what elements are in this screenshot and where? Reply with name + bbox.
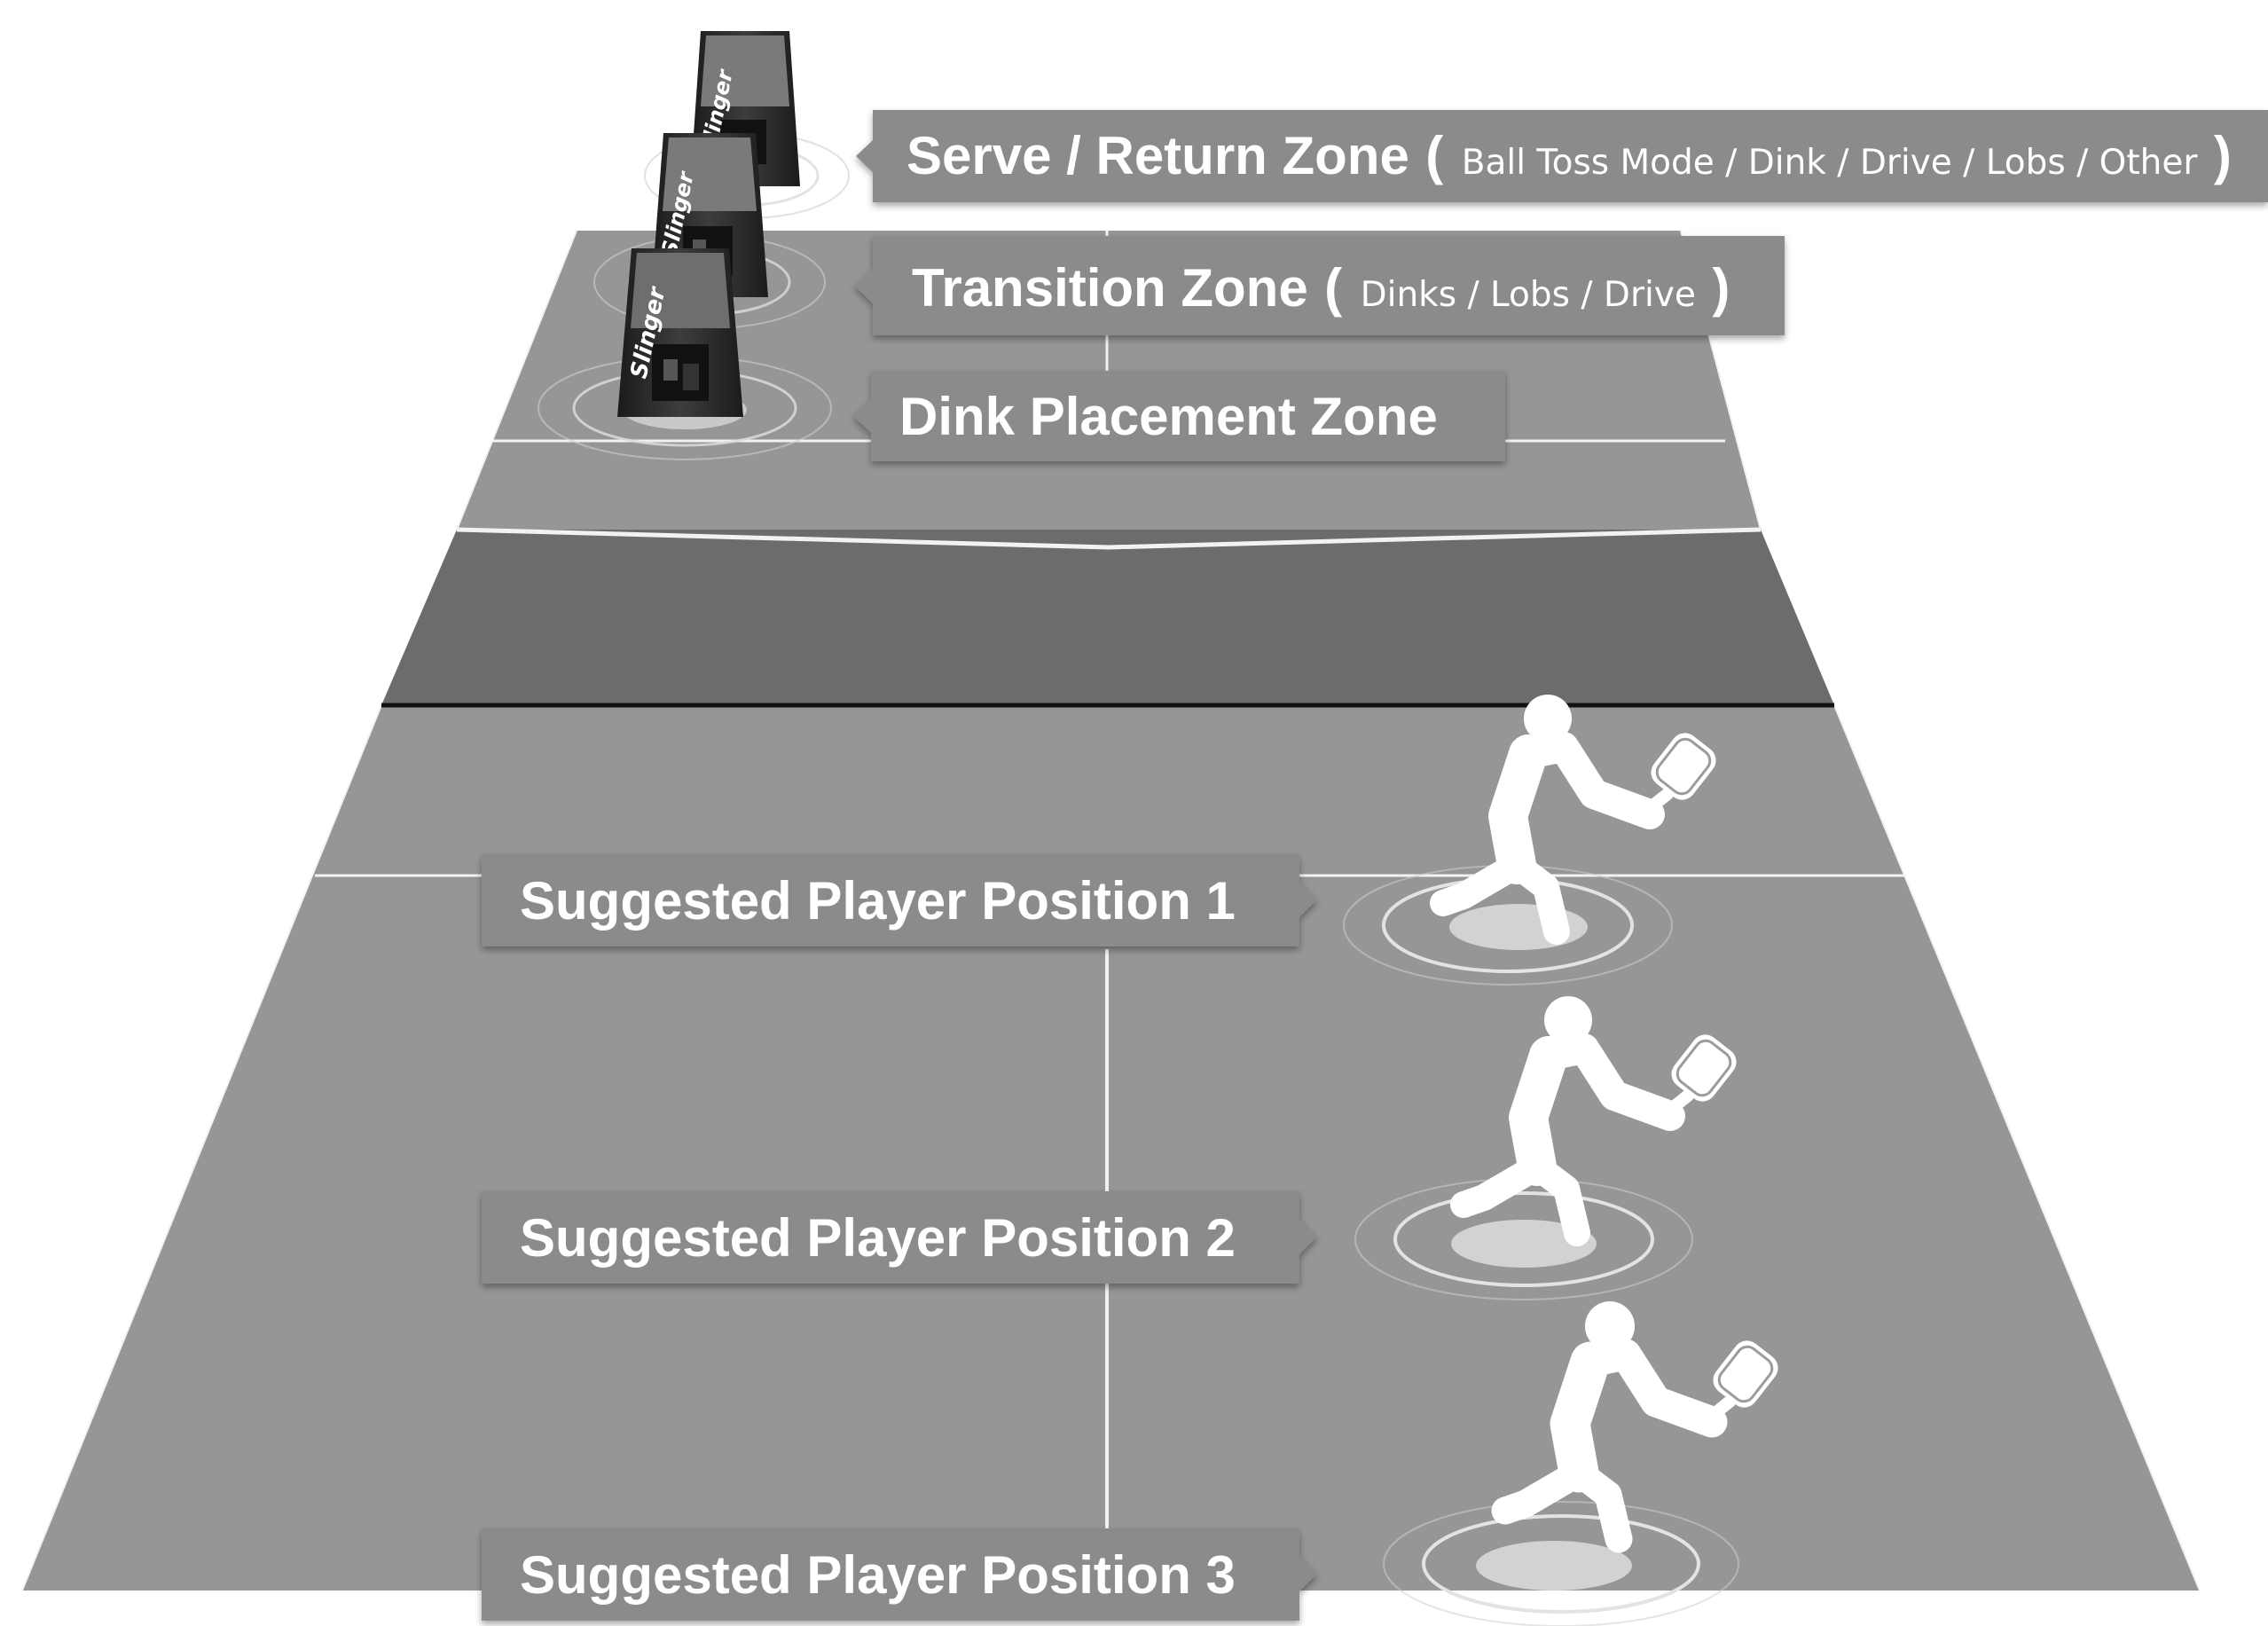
transition-title: Transition Zone xyxy=(912,258,1308,318)
callout-box xyxy=(482,1191,1317,1284)
callout-box xyxy=(856,110,2268,202)
callout-transition xyxy=(854,236,1785,335)
transition-open-paren: ( xyxy=(1324,258,1342,318)
player-position-2 xyxy=(1354,996,1737,1300)
serve-return-detail: Ball Toss Mode / Dink / Drive / Lobs / O… xyxy=(1462,143,2199,183)
callout-box xyxy=(853,371,1505,461)
callout-box xyxy=(482,854,1317,947)
target-center xyxy=(1451,1220,1597,1268)
player-callouts: Suggested Player Position 1 Suggested Pl… xyxy=(482,854,1317,1621)
transition-zone-label: Transition Zone ( Dinks / Lobs / Drive ) xyxy=(912,258,1730,318)
pickleball-player-icon xyxy=(1491,1301,1778,1553)
callout-box xyxy=(482,1528,1317,1621)
target-ring-icon xyxy=(1422,1514,1700,1614)
callout-box xyxy=(854,236,1785,335)
player-2-label: Suggested Player Position 2 xyxy=(520,1208,1236,1268)
player-3-label: Suggested Player Position 3 xyxy=(520,1545,1236,1605)
serve-return-open-paren: ( xyxy=(1425,126,1443,185)
pickleball-player-icon xyxy=(1430,695,1716,945)
target-ring-icon xyxy=(1393,1191,1654,1287)
target-center xyxy=(1476,1541,1632,1591)
dink-placement-zone-label: Dink Placement Zone xyxy=(899,387,1438,446)
player-position-1 xyxy=(1343,695,1716,986)
serve-return-title: Serve / Return Zone xyxy=(906,126,1409,185)
launcher-dink-placement: Slinger xyxy=(538,248,832,460)
far-kitchen-line xyxy=(456,527,1762,550)
serve-return-zone-label: Serve / Return Zone ( Ball Toss Mode / D… xyxy=(906,126,2232,185)
serve-return-close-paren: ) xyxy=(2214,126,2232,185)
player-1-label: Suggested Player Position 1 xyxy=(520,871,1236,931)
pickleball-player-icon xyxy=(1450,996,1737,1246)
ball-launcher-bag-icon: Slinger xyxy=(617,248,743,417)
transition-close-paren: ) xyxy=(1712,258,1730,318)
kitchen-band xyxy=(381,530,1834,705)
near-sideline-right xyxy=(1833,704,2201,1591)
callout-serve-return xyxy=(856,110,2268,202)
transition-detail: Dinks / Lobs / Drive xyxy=(1361,275,1696,315)
launcher-group: Slinger Slinger xyxy=(538,31,850,460)
callout-player-1 xyxy=(482,854,1317,947)
player-position-3 xyxy=(1383,1301,1778,1626)
callout-player-3 xyxy=(482,1528,1317,1621)
near-sideline-left xyxy=(21,704,382,1591)
far-sideline-left xyxy=(456,230,577,530)
zone-callouts: Serve / Return Zone ( Ball Toss Mode / D… xyxy=(853,110,2268,461)
dink-placement-title: Dink Placement Zone xyxy=(899,387,1438,446)
callout-player-2 xyxy=(482,1191,1317,1284)
near-court-surface xyxy=(22,705,2200,1591)
target-ring-icon xyxy=(1383,1501,1739,1626)
callout-dink-placement xyxy=(853,371,1505,461)
